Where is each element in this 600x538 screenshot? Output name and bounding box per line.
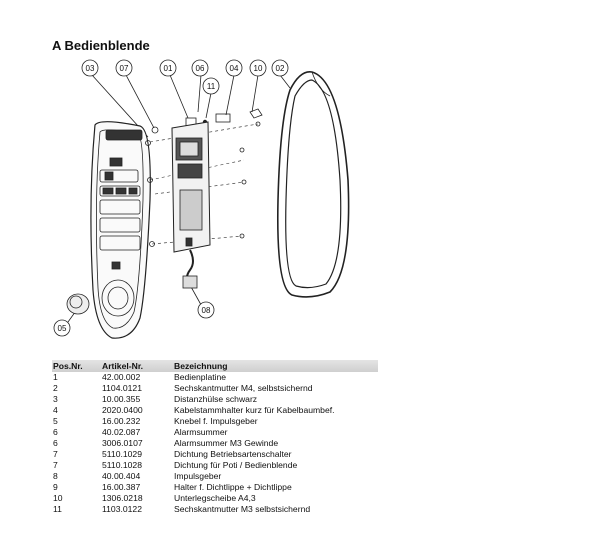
callout-05-label: 05	[58, 324, 67, 333]
pos-cell: 1	[53, 372, 58, 382]
callout-03: 03	[81, 59, 99, 77]
table-header: Pos.Nr. Artikel-Nr. Bezeichnung	[52, 360, 378, 372]
callout-04: 04	[225, 59, 243, 77]
artikel-cell: 2020.0400	[102, 405, 143, 415]
bezeichnung-cell: Sechskantmutter M4, selbstsichernd	[174, 383, 313, 393]
callout-10: 10	[249, 59, 267, 77]
bezeichnung-cell: Distanzhülse schwarz	[174, 394, 258, 404]
parts-table: Pos.Nr. Artikel-Nr. Bezeichnung 1 42.00.0…	[52, 360, 378, 515]
callout-01: 01	[159, 59, 177, 77]
header-pos: Pos.Nr.	[53, 361, 83, 371]
bezeichnung-cell: Impulsgeber	[174, 471, 222, 481]
pos-cell: 5	[53, 416, 58, 426]
callout-07-label: 07	[120, 64, 129, 73]
artikel-cell: 10.00.355	[102, 394, 141, 404]
pos-cell: 10	[53, 493, 63, 503]
bezeichnung-cell: Halter f. Dichtlippe + Dichtlippe	[174, 482, 292, 492]
table-row: 6 40.02.087 Alarmsummer	[52, 427, 378, 438]
bezeichnung-cell: Bedienplatine	[174, 372, 227, 382]
pos-cell: 7	[53, 449, 58, 459]
pos-cell: 3	[53, 394, 58, 404]
table-row: 10 1306.0218 Unterlegscheibe A4,3	[52, 493, 378, 504]
bezeichnung-cell: Sechskantmutter M3 selbstsichernd	[174, 504, 311, 514]
pos-cell: 2	[53, 383, 58, 393]
table-row: 3 10.00.355 Distanzhülse schwarz	[52, 394, 378, 405]
page-title: A Bedienblende	[52, 38, 150, 53]
knob	[66, 293, 90, 315]
pos-cell: 8	[53, 471, 58, 481]
table-row: 5 16.00.232 Knebel f. Impulsgeber	[52, 416, 378, 427]
header-artikel: Artikel-Nr.	[102, 361, 144, 371]
circuit-board	[171, 121, 211, 289]
callout-08: 08	[197, 301, 215, 319]
bezeichnung-cell: Dichtung für Poti / Bedienblende	[174, 460, 298, 470]
callout-02: 02	[271, 59, 289, 77]
pos-cell: 6	[53, 438, 58, 448]
table-row: 1 42.00.002 Bedienplatine	[52, 372, 378, 383]
table-row: 8 40.00.404 Impulsgeber	[52, 471, 378, 482]
callout-01-label: 01	[164, 64, 173, 73]
bezeichnung-cell: Kabelstammhalter kurz für Kabelbaumbef.	[174, 405, 335, 415]
pos-cell: 4	[53, 405, 58, 415]
artikel-cell: 5110.1029	[102, 449, 142, 459]
callout-11: 11	[202, 77, 220, 95]
table-row: 2 1104.0121 Sechskantmutter M4, selbstsich…	[52, 383, 378, 394]
table-row: 11 1103.0122 Sechskantmutter M3 selbstsich…	[52, 504, 378, 515]
callout-10-label: 10	[254, 64, 263, 73]
callout-07: 07	[115, 59, 133, 77]
artikel-cell: 5110.1028	[102, 460, 142, 470]
artikel-cell: 16.00.387	[102, 482, 141, 492]
callout-11-label: 11	[207, 82, 216, 91]
table-row: 4 2020.0400 Kabelstammhalter kurz für Kabe…	[52, 405, 378, 416]
callout-05: 05	[53, 319, 71, 337]
table-row: 7 5110.1029 Dichtung Betriebsartenschalter	[52, 449, 378, 460]
artikel-cell: 1103.0122	[102, 504, 142, 514]
callout-03-label: 03	[86, 64, 95, 73]
artikel-cell: 3006.0107	[102, 438, 143, 448]
exploded-diagram: 03 07 01 06 04 10 02 11 05 08	[53, 59, 350, 339]
callout-06: 06	[191, 59, 209, 77]
pos-cell: 7	[53, 460, 58, 470]
front-panel	[90, 121, 151, 339]
artikel-cell: 1306.0218	[102, 493, 143, 503]
bezeichnung-cell: Unterlegscheibe A4,3	[174, 493, 256, 503]
bezeichnung-cell: Alarmsummer	[174, 427, 228, 437]
callout-04-label: 04	[230, 64, 239, 73]
pos-cell: 9	[53, 482, 58, 492]
bezeichnung-cell: Dichtung Betriebsartenschalter	[174, 449, 292, 459]
artikel-cell: 16.00.232	[102, 416, 141, 426]
artikel-cell: 42.00.002	[102, 372, 141, 382]
table-row: 9 16.00.387 Halter f. Dichtlippe + Dichtli…	[52, 482, 378, 493]
callout-06-label: 06	[196, 64, 205, 73]
pos-cell: 6	[53, 427, 58, 437]
callout-02-label: 02	[276, 64, 285, 73]
callout-08-label: 08	[202, 306, 211, 315]
table-row: 6 3006.0107 Alarmsummer M3 Gewinde	[52, 438, 378, 449]
artikel-cell: 40.02.087	[102, 427, 141, 437]
pos-cell: 11	[53, 504, 62, 514]
header-bezeichnung: Bezeichnung	[174, 361, 228, 371]
gasket	[276, 71, 350, 298]
bezeichnung-cell: Knebel f. Impulsgeber	[174, 416, 258, 426]
artikel-cell: 1104.0121	[102, 383, 142, 393]
artikel-cell: 40.00.404	[102, 471, 141, 481]
bezeichnung-cell: Alarmsummer M3 Gewinde	[174, 438, 279, 448]
table-row: 7 5110.1028 Dichtung für Poti / Bedienblen…	[52, 460, 378, 471]
